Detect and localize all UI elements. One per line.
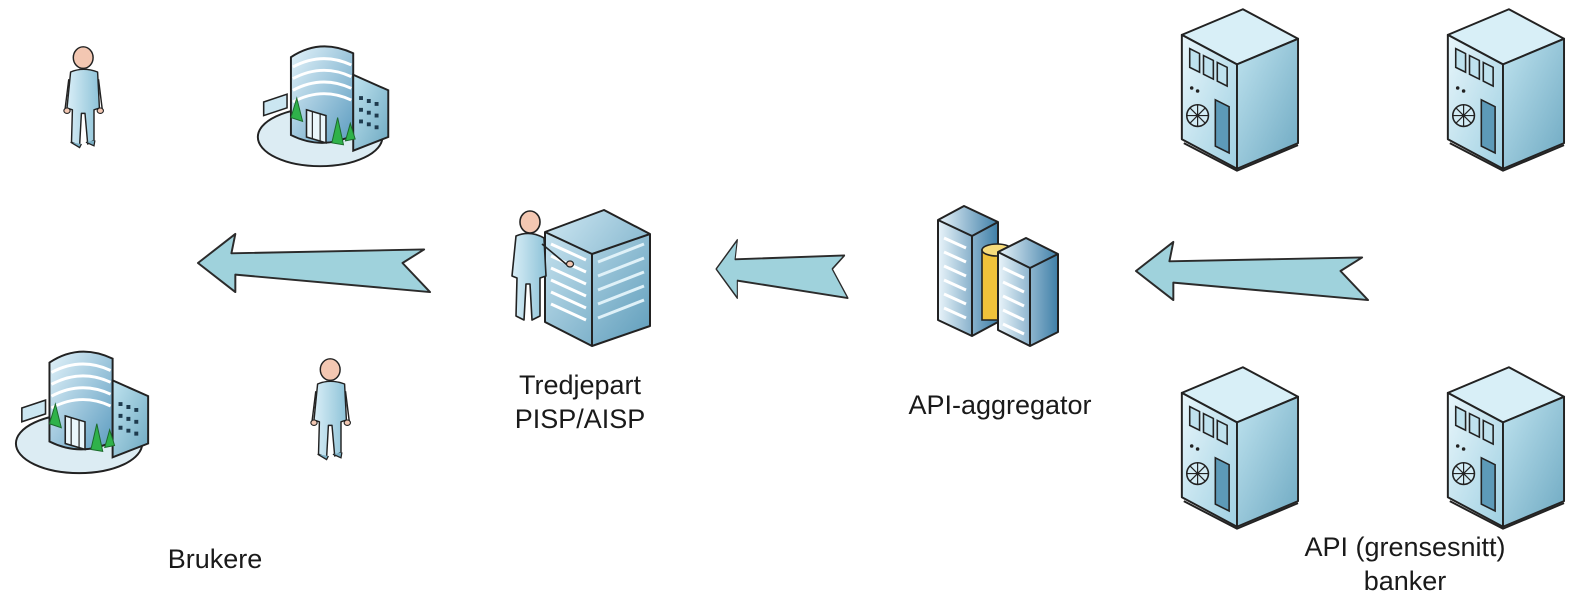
operator-server-rack-icon (511, 209, 651, 347)
left-arrow-icon (196, 232, 432, 294)
bank-building-icon (1446, 8, 1566, 172)
third-party-label-line1: Tredjepart (518, 370, 642, 400)
third-party-label-line2: PISP/AISP (514, 404, 646, 434)
person-icon (310, 357, 352, 461)
third-party-label: Tredjepart PISP/AISP (480, 368, 680, 436)
left-arrow-icon (715, 238, 849, 300)
left-arrow-icon (1134, 240, 1370, 302)
person-icon (63, 46, 105, 149)
aggregator-label: API-aggregator (908, 390, 1092, 420)
bank-building-icon (1180, 366, 1300, 530)
banks-label-line2: banker (1363, 566, 1447, 596)
users-label: Brukere (167, 544, 263, 574)
banks-label-line1: API (grensesnitt) (1304, 532, 1506, 562)
server-database-icon (937, 205, 1059, 347)
office-building-icon (14, 350, 150, 475)
bank-building-icon (1180, 8, 1300, 172)
banks-label: API (grensesnitt) banker (1270, 530, 1540, 598)
office-building-icon (256, 44, 390, 168)
bank-building-icon (1446, 366, 1566, 530)
